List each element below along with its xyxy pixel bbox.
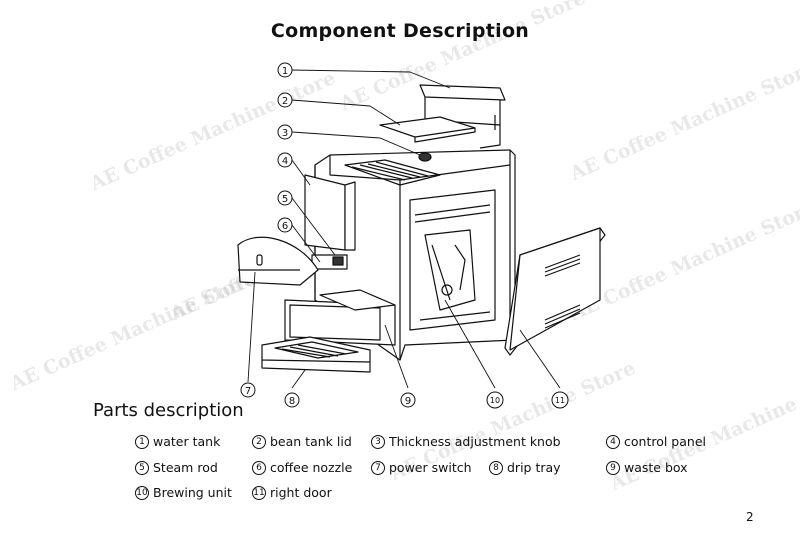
svg-text:5: 5 (282, 194, 288, 205)
svg-text:1: 1 (282, 66, 288, 77)
legend-item-10: 10 Brewing unit (135, 485, 232, 500)
legend-num: 2 (252, 434, 266, 449)
drip-tray (261, 299, 396, 373)
callout-10 (486, 391, 504, 409)
legend-item-5: 5 Steam rod (135, 460, 218, 475)
legend-item-4: 4 control panel (606, 434, 706, 449)
control-panel (304, 174, 356, 270)
svg-text:10: 10 (490, 396, 500, 405)
legend-num: 1 (135, 434, 149, 449)
parts-heading: Parts description (93, 400, 244, 421)
legend-item-6: 6 coffee nozzle (252, 460, 352, 475)
svg-text:7: 7 (245, 386, 251, 397)
callout-2 (277, 92, 293, 108)
legend-num: 11 (252, 485, 266, 500)
callout-5 (277, 190, 293, 206)
legend-num: 8 (489, 460, 503, 475)
legend-label: Thickness adjustment knob (389, 434, 561, 449)
callout-7 (240, 382, 256, 398)
leader-lines (247, 69, 561, 389)
legend-num: 9 (606, 460, 620, 475)
legend-num: 10 (135, 485, 149, 500)
legend-num: 5 (135, 460, 149, 475)
power-switch-inset (237, 236, 319, 286)
callout-1 (277, 62, 293, 78)
page-title: Component Description (270, 20, 530, 42)
legend-num: 7 (371, 460, 385, 475)
legend-label: coffee nozzle (270, 460, 353, 475)
water-tank (419, 84, 506, 149)
callout-numbers: 1 2 3 4 5 6 7 8 9 10 11 (240, 62, 569, 409)
legend-num: 3 (371, 434, 385, 449)
legend-num: 4 (606, 434, 620, 449)
svg-text:11: 11 (555, 396, 565, 405)
legend-label: right door (270, 485, 332, 500)
callout-4 (277, 152, 293, 168)
legend-item-7: 7 power switch (371, 460, 472, 475)
legend-item-2: 2 bean tank lid (252, 434, 352, 449)
callout-8 (284, 392, 300, 408)
legend-label: Steam rod (153, 460, 218, 475)
legend-item-1: 1 water tank (135, 434, 220, 449)
callout-3 (277, 124, 293, 140)
legend-item-11: 11 right door (252, 485, 332, 500)
bean-tank-lid (379, 116, 476, 143)
svg-text:8: 8 (289, 396, 295, 407)
legend-item-8: 8 drip tray (489, 460, 561, 475)
svg-text:3: 3 (282, 128, 288, 139)
legend-label: water tank (153, 434, 221, 449)
page-number: 2 (746, 510, 754, 524)
legend-label: Brewing unit (153, 485, 232, 500)
legend-item-3: 3 Thickness adjustment knob (371, 434, 561, 449)
legend-label: drip tray (507, 460, 561, 475)
legend-label: waste box (624, 460, 688, 475)
svg-text:9: 9 (405, 396, 411, 407)
legend-item-9: 9 waste box (606, 460, 688, 475)
legend-label: bean tank lid (270, 434, 352, 449)
right-door (504, 227, 606, 356)
callout-6 (277, 217, 293, 233)
legend-num: 6 (252, 460, 266, 475)
callout-9 (400, 392, 416, 408)
machine-body (314, 149, 516, 361)
legend-label: power switch (389, 460, 472, 475)
legend-label: control panel (624, 434, 706, 449)
svg-text:4: 4 (282, 156, 288, 167)
waste-box (319, 289, 396, 311)
callout-11 (551, 391, 569, 409)
svg-text:6: 6 (282, 221, 288, 232)
svg-text:2: 2 (282, 96, 288, 107)
